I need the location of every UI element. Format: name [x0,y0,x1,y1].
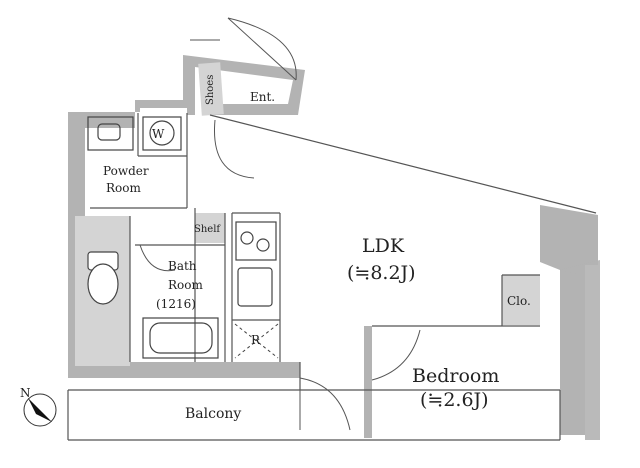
interior-lines [67,113,597,441]
shelf-label: Shelf [194,224,221,235]
bedroom-label: Bedroom [412,365,499,387]
closet-label: Clo. [507,294,531,308]
north-compass-icon [23,393,57,427]
shoes-label: Shoes [205,75,216,105]
refrigerator-label: R [251,333,261,347]
balcony-label: Balcony [185,406,241,422]
entrance-label: Ent. [250,90,275,104]
washer-icon [142,116,182,151]
bathtub-icon [142,317,219,359]
bedroom-size: (≒2.6J) [420,389,489,411]
powder-room-label-2: Room [106,181,141,195]
washer-label: W [152,127,165,141]
ldk-label: LDK [362,235,405,257]
outer-walls [68,55,600,440]
stove-icon [235,221,277,261]
bath-room-label-1: Bath [168,259,197,273]
toilet-icon [87,251,119,305]
bath-room-label-2: Room [168,278,203,292]
compass-label: N [20,386,31,400]
sink-icon [87,116,134,151]
kitchen-sink-icon [237,267,273,307]
doors [139,17,421,431]
powder-room-label-1: Powder [103,164,149,178]
bath-room-size: (1216) [156,297,196,311]
ldk-size: (≒8.2J) [347,262,416,284]
